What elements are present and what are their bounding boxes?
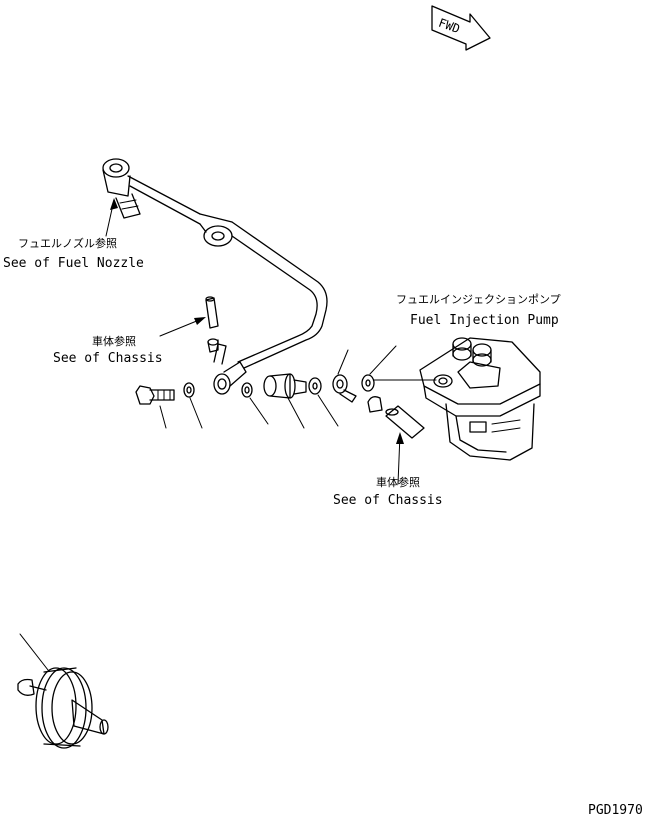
fuel-damper <box>17 633 109 749</box>
fuel-injection-pump <box>419 337 541 461</box>
fuel-return-pipe <box>102 158 328 395</box>
chassis-hose-lower <box>385 405 425 439</box>
label-chassis-upper-jp: 車体参照 <box>92 334 136 348</box>
fwd-arrow-icon: FWD <box>431 5 491 51</box>
fittings-row <box>135 373 437 413</box>
item-leaders <box>159 345 397 429</box>
drawing-code: PGD1970 <box>588 803 643 817</box>
fwd-label: FWD <box>437 16 462 37</box>
label-chassis-lower-jp: 車体参照 <box>376 475 420 489</box>
label-injection-pump-jp: フュエルインジェクションポンプ <box>396 293 561 306</box>
chassis-hose-upper <box>205 296 219 353</box>
label-fuel-nozzle-en: See of Fuel Nozzle <box>3 256 144 271</box>
label-chassis-upper-en: See of Chassis <box>53 351 163 366</box>
label-fuel-nozzle-jp: フュエルノズル参照 <box>18 236 117 250</box>
label-chassis-lower-en: See of Chassis <box>333 493 443 508</box>
label-injection-pump-en: Fuel Injection Pump <box>410 313 559 328</box>
